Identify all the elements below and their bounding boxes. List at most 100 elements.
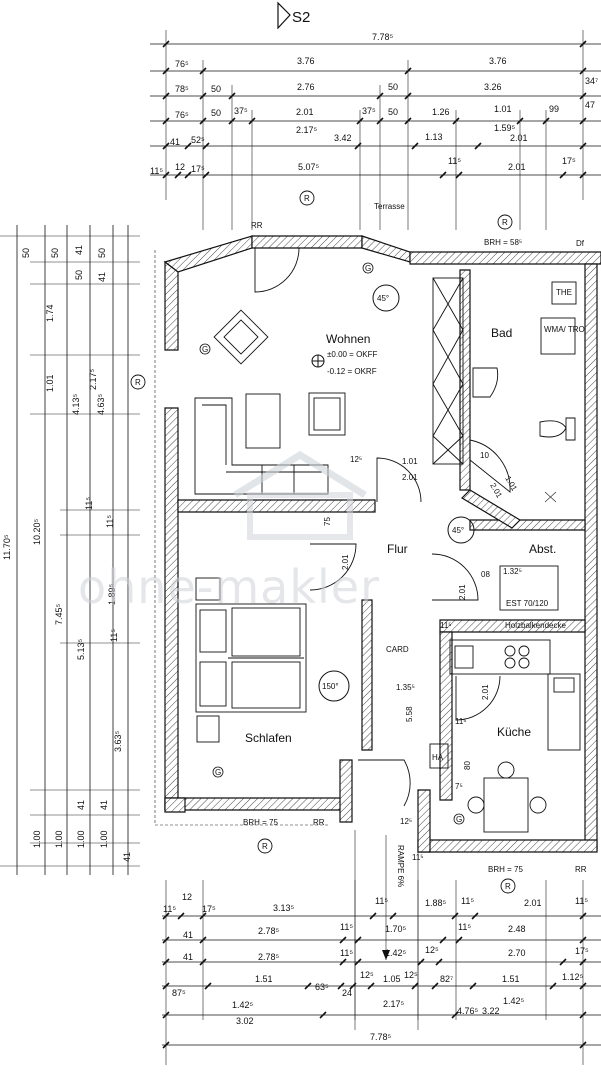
- dim-label: 11⁵: [448, 156, 461, 166]
- dim-label: 50: [388, 107, 398, 117]
- dim-label: 76⁵: [175, 110, 189, 120]
- mark-r: R: [135, 378, 141, 387]
- dim-label: 41: [76, 800, 86, 810]
- dim-label: 1.01: [45, 374, 55, 392]
- label-card: CARD: [386, 645, 409, 654]
- dim-label: 2.01: [458, 584, 467, 600]
- dim-label: 2.48: [508, 924, 526, 934]
- dim-label: 11⁵: [84, 497, 94, 510]
- section-label: S2: [292, 9, 310, 26]
- mark-rr: RR: [251, 221, 263, 230]
- dim-bottom-total: 7.78⁵: [370, 1032, 392, 1042]
- mark-g: G: [215, 768, 221, 777]
- dim-label: 11⁵: [109, 629, 119, 642]
- bottom-dimension-chain: 11⁵ 12 17⁵ 3.13⁵ 11⁵ 1.88⁵ 11⁵ 2.01 11⁵ …: [162, 880, 601, 1065]
- top-dimension-chain: 7.78⁵ 76⁵ 3.76 3.76 78⁵ 50 2.76 50 3.26 …: [150, 30, 601, 230]
- dim-label: 1.42⁵: [503, 996, 525, 1006]
- mark-g: G: [365, 264, 371, 273]
- dim-label: 2.01: [524, 898, 542, 908]
- dim-label: 1.26: [432, 107, 450, 117]
- label-the: THE: [556, 288, 572, 297]
- dim-label: 2.78⁵: [258, 952, 280, 962]
- dim-label: 11⁵: [105, 515, 115, 528]
- dim-label: 1.00: [32, 830, 42, 848]
- dim-label: 1.88⁵: [425, 898, 447, 908]
- dim-label: 1.00: [76, 830, 86, 848]
- dim-label: 5.07⁵: [298, 162, 320, 172]
- dim-label: 11⁵: [375, 896, 388, 906]
- mark-df: Df: [576, 239, 585, 248]
- dim-label: 24: [342, 988, 352, 998]
- label-08: 08: [481, 570, 490, 579]
- dim-label: 41: [183, 930, 193, 940]
- dim-label: 17⁵: [575, 946, 589, 956]
- mark-rr: RR: [313, 818, 325, 827]
- dim-label: 12: [175, 162, 185, 172]
- toilet: [539, 417, 576, 441]
- dim-label: 52⁵: [191, 135, 205, 145]
- dim-label: 37⁵: [362, 106, 376, 116]
- dim-label: 11⁵: [458, 922, 471, 932]
- dim-label: 3.02: [236, 1016, 254, 1026]
- dim-label: 5.58: [405, 706, 414, 722]
- storage-stair: EST 70/120 1.32⁵ 08 Holzbalkendecke CARD: [386, 565, 566, 654]
- dim-label: 12: [182, 892, 192, 902]
- dim-label: 1.59⁵: [494, 123, 516, 133]
- dim-label: 1.00: [54, 830, 64, 848]
- dim-label: 11⁵: [440, 621, 452, 630]
- overhang-outline: [154, 250, 330, 826]
- dim-label: 41: [183, 952, 193, 962]
- dim-label: 11⁵: [455, 717, 467, 726]
- dim-label: 11⁵: [340, 948, 353, 958]
- dim-label: 99: [549, 104, 559, 114]
- mark-r: R: [505, 882, 511, 891]
- mark-rr: RR: [575, 865, 587, 874]
- dim-label: 3.26: [484, 82, 502, 92]
- dim-label: 11⁵: [340, 922, 353, 932]
- dim-label: 2.01: [402, 473, 418, 482]
- dim-label: 1.51: [502, 974, 520, 984]
- mark-g: G: [202, 345, 208, 354]
- room-label-flur: Flur: [387, 542, 408, 556]
- dim-label: 11⁵: [150, 166, 163, 176]
- dim-label: 50: [211, 108, 221, 118]
- dim-label: 2.78⁵: [258, 926, 280, 936]
- dim-label: 2.17⁵: [88, 368, 98, 390]
- dim-label: 63⁵: [315, 982, 329, 992]
- dim-label: 80: [463, 761, 472, 770]
- dim-label: 1.51: [255, 974, 273, 984]
- dim-label: 75: [323, 517, 332, 526]
- angle-150: 150°: [322, 682, 339, 691]
- dim-label: 1.89⁵: [107, 583, 117, 605]
- dim-label: 1.00: [99, 830, 109, 848]
- level-okrf: -0.12 = OKRF: [327, 367, 377, 376]
- dim-label: 41: [74, 245, 84, 255]
- room-label-wohnen: Wohnen: [326, 332, 370, 346]
- dim-label: 2.01: [481, 684, 490, 700]
- bedroom-furniture: [195, 577, 307, 743]
- label-rampe: RAMPE 6%: [396, 845, 405, 887]
- mark-g: G: [456, 815, 462, 824]
- dim-label: 7⁵: [455, 782, 463, 791]
- dim-label: 37⁵: [234, 106, 248, 116]
- section-marker: S2: [277, 1, 310, 30]
- walls: [163, 235, 601, 853]
- dim-label: 3.13⁵: [273, 903, 295, 913]
- dim-label: 87⁵: [172, 988, 186, 998]
- dim-label: 50: [388, 82, 398, 92]
- dim-label: 3.42: [334, 133, 352, 143]
- dim-label: 12⁵: [360, 970, 374, 980]
- room-label-bad: Bad: [491, 326, 512, 340]
- dim-label: 4.76⁵: [457, 1006, 479, 1016]
- dim-label: 2.01: [296, 107, 314, 117]
- dim-label: 12⁵: [350, 455, 362, 464]
- left-dimension-chain: 11.70⁵ 10.20⁵ 1.00 50 1.74 1.01 7.45⁵ 1.…: [0, 225, 140, 875]
- label-wma-tro: WMA/ TRO: [544, 325, 585, 334]
- angle-45-a: 45°: [377, 294, 389, 303]
- dim-label: 2.76: [297, 82, 315, 92]
- dim-label: 47: [585, 100, 595, 110]
- dim-label: 1.01: [494, 104, 512, 114]
- dim-label: 2.01: [341, 554, 350, 570]
- dim-label: 82⁷: [440, 974, 453, 984]
